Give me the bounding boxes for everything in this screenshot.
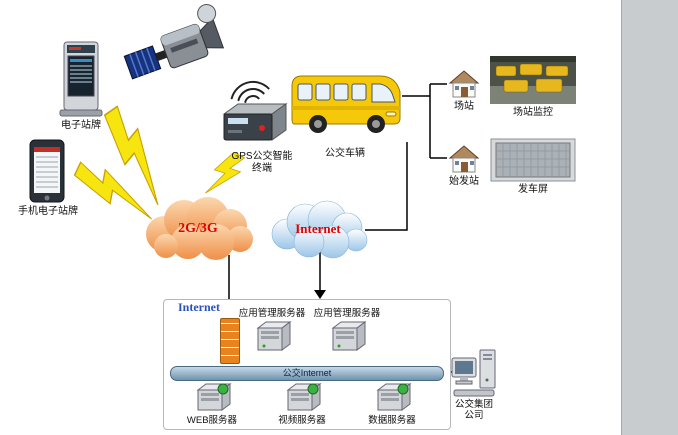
depot-monitor-label: 场站监控 [513,107,553,118]
origin-station-label: 始发站 [449,176,479,187]
cloud-2g3g-label: 2G/3G [178,221,218,236]
cloud-internet-shape [271,200,368,259]
bus-label: 公交车辆 [325,148,365,159]
phone-label: 手机电子站牌 [18,206,78,217]
lightning-icon [73,161,153,220]
bus-station-connector [402,83,447,159]
lightning-icon [205,151,246,194]
bus-icon [291,75,401,133]
app-server-1-icon [256,321,292,351]
bus-internet-connector [365,142,408,231]
depot-monitor-photo [490,56,576,104]
web-server-icon [196,383,232,411]
bus-group-workstation-icon [451,349,496,397]
cloud-internet-label: Internet [295,221,341,236]
kiosk-label: 电子站牌 [61,120,101,131]
lightning-icon [103,105,159,206]
wifi-signal-icon [230,81,270,103]
network-bus-bar: 公交Internet [170,366,444,381]
gps-terminal-icon [222,103,288,141]
phone-icon [29,139,65,203]
data-server-icon [376,383,412,411]
satellite-icon [123,4,225,80]
depot-house-icon [448,70,480,98]
firewall-icon [220,318,240,364]
app-server-2-icon [331,321,367,351]
cloud-2g3g-shape [146,197,253,260]
data-server-label: 数据服务器 [368,415,416,426]
electronic-stop-sign-icon [59,41,103,117]
origin-station-house-icon [448,145,480,173]
video-server-label: 视频服务器 [278,415,326,426]
down-arrow-icon [314,290,326,299]
departure-screen-label: 发车屏 [518,184,548,195]
page-edge-strip [621,0,678,435]
bus-group-label: 公交集团 公司 [454,399,493,422]
app-server-2-label: 应用管理服务器 [313,308,381,319]
gps-terminal-label: GPS公交智能 终端 [231,151,293,174]
web-server-label: WEB服务器 [186,415,238,426]
app-server-1-label: 应用管理服务器 [238,308,306,319]
internet-entry-label: Internet [178,300,220,314]
depot-label: 场站 [454,101,474,112]
departure-screen-photo [490,138,576,182]
video-server-icon [286,383,322,411]
